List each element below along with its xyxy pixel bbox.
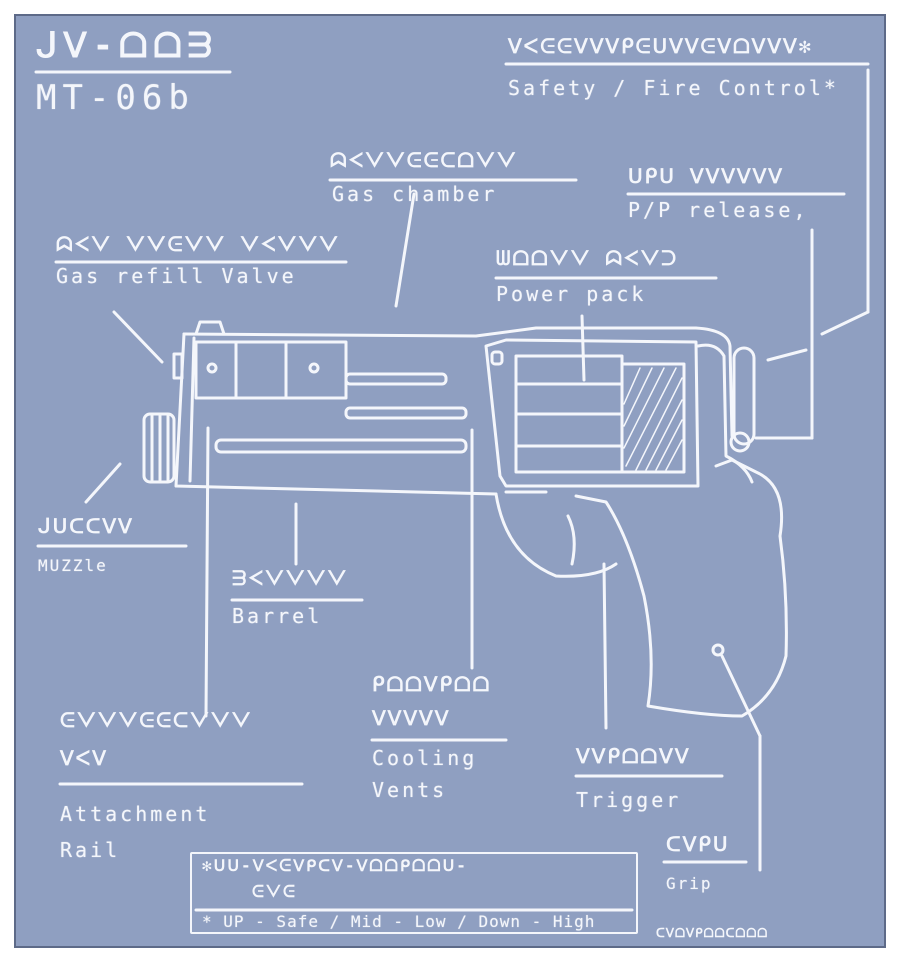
fire-mode-note-box [190,852,638,934]
attachment-rail-label-line-1: Attachment [60,802,211,826]
pp-release-label-aurebesh: ᑌᑭᑌ ᐯᐯᐯᐯᐯᐯ [628,164,784,188]
safety-label-aurebesh: ᐯᐸᕮᕮᐯᐯᐯᑭᕮᑌᐯᐯᕮᐯᗝᐯᐯᐯ✻ [508,34,813,58]
blueprint-sheet: ᒍᐯ-ᗝᗝᗱ MT-06b ᐯᐸᕮᕮᐯᐯᐯᑭᕮᑌᐯᐯᕮᐯᗝᐯᐯᐯ✻ Safety… [14,14,886,948]
cooling-vents-label-line-1: Cooling [372,746,478,770]
trigger-label: Trigger [576,788,682,812]
attachment-rail-label-line-2: Rail [60,838,121,862]
model-number: MT-06b [36,78,195,118]
gas-chamber-label-aurebesh: ᗣᐸᐯᐯᕮᕮᑕᗝᐯᐯ [330,148,518,172]
trigger-label-aurebesh: ᐯᐯᑭᗝᗝᐯᐯ [576,744,691,768]
safety-label: Safety / Fire Control* [508,76,839,100]
blaster-drawing [34,62,870,912]
barrel-label: Barrel [232,604,323,628]
muzzle-label: MUZZle [38,556,108,575]
gas-chamber-label: Gas chamber [332,182,498,206]
cooling-vents-label-aurebesh-2: ᐯᐯᐯᐯᐯ [372,706,451,730]
grip-label-aurebesh: ᑕᐯᑭᑌ [666,832,730,856]
pp-release-label: P/P release, [628,198,809,222]
artist-signature: ᑕᐯᗝᐯᑭᗝᗝᑕᗝᗝᗝ [656,926,769,940]
gas-refill-label: Gas refill Valve [56,264,297,288]
note-aurebesh-line-1: ✻ᑌᑌ-ᐯᐸᕮᐯᑭᑕᐯ-ᐯᗝᗝᑭᗝᗝᑌ- [202,856,468,875]
barrel-label-aurebesh: ᗱᐸᐯᐯᐯᐯ [232,566,349,590]
fire-mode-note: * UP - Safe / Mid - Low / Down - High [202,912,596,931]
model-code-aurebesh: ᒍᐯ-ᗝᗝᗱ [36,26,219,66]
cooling-vents-label-aurebesh-1: ᑭᗝᗝᐯᑭᗝᗝ [372,672,492,696]
attachment-rail-label-aurebesh-2: ᐯᐸᐯ [60,746,108,770]
cooling-vents-label-line-2: Vents [372,778,448,802]
attachment-rail-label-aurebesh-1: ᕮᐯᐯᐯᕮᕮᑕᐯᐯᐯ [60,708,253,732]
grip-outline [574,458,788,718]
grip-label: Grip [666,874,713,893]
gas-refill-label-aurebesh: ᗣᐸᐯ ᐯᐯᕮᐯᐯ ᐯᐸᐯᐯᐯ [56,232,340,256]
muzzle-label-aurebesh: ᒍᑌᑕᑕᐯᐯ [38,514,134,538]
power-pack-label-aurebesh: ᗯᗝᗝᐯᐯ ᗣᐸᐯᑐ [496,246,679,270]
slide-outline [182,326,734,438]
note-aurebesh-line-2: ᕮᐯᕮ [252,882,297,901]
power-pack-label: Power pack [496,282,647,306]
